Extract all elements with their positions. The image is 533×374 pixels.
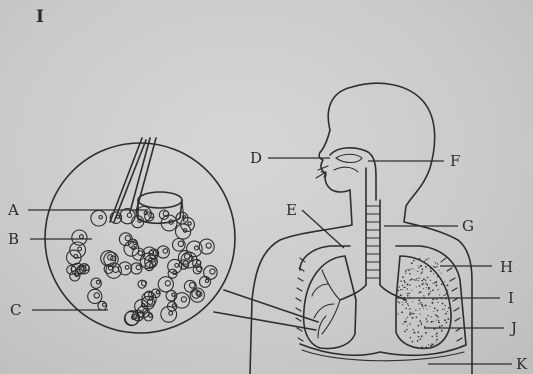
label-D: D (250, 149, 262, 167)
body-outline (250, 83, 472, 374)
left-lung-outline (304, 256, 356, 348)
magnified-view (45, 138, 318, 333)
label-A: A (7, 201, 19, 219)
tongue-line (334, 167, 358, 172)
label-I: I (508, 289, 514, 307)
head-back-outline (328, 83, 472, 374)
left-lung (304, 256, 356, 348)
airflow-arrow-icon-2 (318, 166, 328, 170)
chest-wall (296, 246, 466, 345)
airflow-arrow-icon (316, 172, 326, 178)
magnifier-circle (45, 143, 235, 333)
alveolar-clusters (67, 207, 218, 326)
face-outline (319, 130, 350, 192)
right-lung (396, 256, 451, 348)
label-H: H (500, 258, 513, 276)
label-C: C (10, 301, 21, 319)
neck-shoulder-outline (250, 190, 352, 374)
leader-E (302, 210, 344, 248)
left-chest-top (300, 246, 350, 270)
label-G: G (462, 217, 474, 235)
figure-number: I (36, 7, 44, 27)
leader-lines (28, 158, 512, 364)
trachea (340, 200, 406, 300)
right-lung-outline (396, 256, 451, 348)
nasal-passage (336, 154, 362, 162)
left-bronchial-tree (312, 270, 340, 338)
label-B: B (8, 230, 19, 248)
lung-stipple (397, 258, 450, 348)
diaphragm (300, 344, 466, 355)
trachea-walls (366, 200, 380, 285)
label-K: K (516, 355, 528, 373)
label-J: J (509, 319, 517, 337)
label-E: E (286, 201, 297, 219)
magnifier-connector (214, 290, 318, 330)
label-F: F (450, 152, 460, 170)
nasal-oral-cavity (316, 148, 376, 200)
